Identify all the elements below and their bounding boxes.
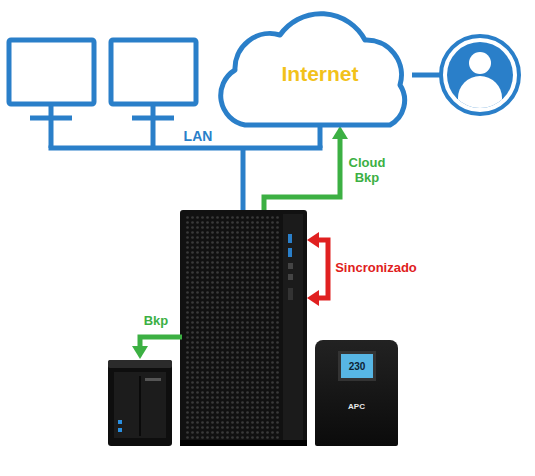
server-panel bbox=[283, 214, 303, 442]
usb-port bbox=[288, 248, 292, 257]
nas-logo bbox=[145, 378, 161, 381]
lan-wire bbox=[49, 118, 54, 148]
monitor-screen bbox=[9, 40, 94, 104]
cloud-node: Internet bbox=[222, 8, 418, 130]
lan-wire bbox=[241, 148, 246, 212]
lan-bus bbox=[49, 146, 323, 151]
user-head bbox=[469, 52, 491, 74]
usb-port bbox=[288, 234, 292, 243]
user-ring bbox=[441, 36, 519, 114]
nas-led bbox=[118, 428, 122, 432]
backup-label: Cloud Bkp bbox=[344, 155, 390, 185]
sync-label: Sincronizado bbox=[332, 260, 420, 275]
cloud-backup-line bbox=[264, 138, 340, 212]
audio-port bbox=[288, 263, 293, 269]
server-tower bbox=[180, 210, 307, 446]
nas-case bbox=[108, 360, 172, 446]
user-icon bbox=[441, 36, 519, 114]
cloud-title: Internet bbox=[222, 62, 418, 86]
ups-device: 230APC bbox=[315, 340, 398, 446]
monitor-neck bbox=[49, 104, 54, 116]
nas-led bbox=[118, 420, 122, 424]
nas-lid bbox=[108, 360, 172, 368]
lan-wire bbox=[151, 118, 156, 148]
server-case bbox=[180, 210, 307, 446]
audio-port bbox=[288, 274, 293, 280]
nas-device bbox=[108, 360, 172, 446]
monitor-pair bbox=[9, 40, 196, 118]
user-wire bbox=[412, 73, 442, 78]
nas-front bbox=[114, 372, 166, 438]
arrow-head bbox=[307, 232, 319, 248]
power-button bbox=[288, 288, 293, 300]
user-body bbox=[458, 76, 502, 110]
arrow-head bbox=[332, 126, 348, 139]
monitor-neck bbox=[151, 104, 156, 116]
arrow-head bbox=[307, 290, 319, 306]
network-label: LAN bbox=[178, 128, 218, 144]
brand-logo: APC bbox=[315, 402, 398, 411]
server-foot bbox=[180, 440, 307, 446]
server-mesh bbox=[185, 216, 279, 440]
nas-bay-split bbox=[139, 376, 141, 436]
ups-display: 230 bbox=[338, 351, 376, 381]
cloud-backup-arrow bbox=[264, 138, 340, 212]
sync-bracket bbox=[316, 240, 328, 298]
arrow-head bbox=[132, 346, 148, 359]
monitor-screen bbox=[111, 40, 196, 104]
backup-label: Bkp bbox=[140, 313, 172, 328]
